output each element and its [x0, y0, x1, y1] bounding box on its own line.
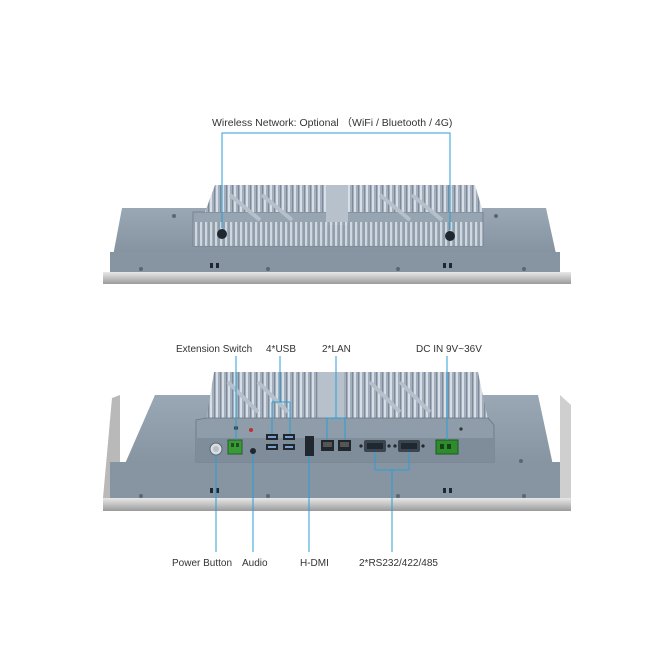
wireless-callout-lines — [221, 132, 451, 230]
audio-jack-icon — [250, 448, 256, 454]
io-side-view — [103, 372, 571, 511]
usb-ports-icon — [266, 434, 295, 450]
io-callout-lines — [215, 356, 448, 552]
hdmi-port-icon — [305, 436, 314, 456]
usb-callout: 4*USB — [266, 344, 297, 355]
antenna-port-left-icon — [217, 229, 227, 239]
dc-in-callout: DC IN 9V~36V — [416, 344, 482, 355]
serial-ports-icon — [359, 440, 425, 452]
serial-callout: 2*RS232/422/485 — [359, 558, 438, 569]
side-heatsink-fins — [206, 372, 488, 420]
top-bezel — [103, 272, 571, 284]
hdmi-callout: H-DMI — [300, 558, 329, 569]
extension-switch-icon — [227, 439, 243, 455]
top-view — [103, 185, 571, 284]
audio-callout: Audio — [242, 558, 268, 569]
extension-switch-callout: Extension Switch — [176, 344, 253, 355]
power-button-callout: Power Button — [172, 558, 233, 569]
wireless-network-callout: Wireless Network: Optional （WiFi / Bluet… — [212, 117, 453, 129]
antenna-port-right-icon — [445, 231, 455, 241]
lan-ports-icon — [321, 440, 351, 451]
lan-callout: 2*LAN — [322, 344, 351, 355]
side-bezel — [103, 498, 571, 511]
